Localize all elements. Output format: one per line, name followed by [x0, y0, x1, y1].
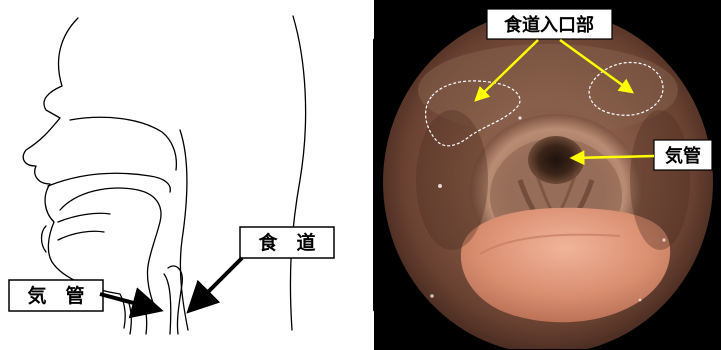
- hard-palate-contour: [48, 173, 170, 192]
- esophagus-label-box: 食 道: [240, 227, 334, 258]
- trachea-label-left: 気 管: [27, 284, 84, 307]
- back-of-head-contour: [290, 16, 305, 330]
- trachea-label-box-right: 気管: [654, 140, 712, 170]
- trachea-label-right: 気管: [665, 145, 701, 167]
- nasal-cavity-contour: [70, 117, 176, 170]
- endoscopic-photo: [374, 0, 721, 350]
- pharyngeal-wall-contour: [180, 130, 188, 330]
- trachea-label-box-left: 気 管: [9, 280, 103, 311]
- esophageal-entrance-label-box: 食道入口部: [487, 9, 612, 39]
- esophagus-label: 食 道: [258, 231, 315, 254]
- trachea-arrow-left: [100, 294, 156, 309]
- esophagus-arrow: [192, 258, 242, 308]
- esophageal-entrance-label: 食道入口部: [503, 14, 594, 36]
